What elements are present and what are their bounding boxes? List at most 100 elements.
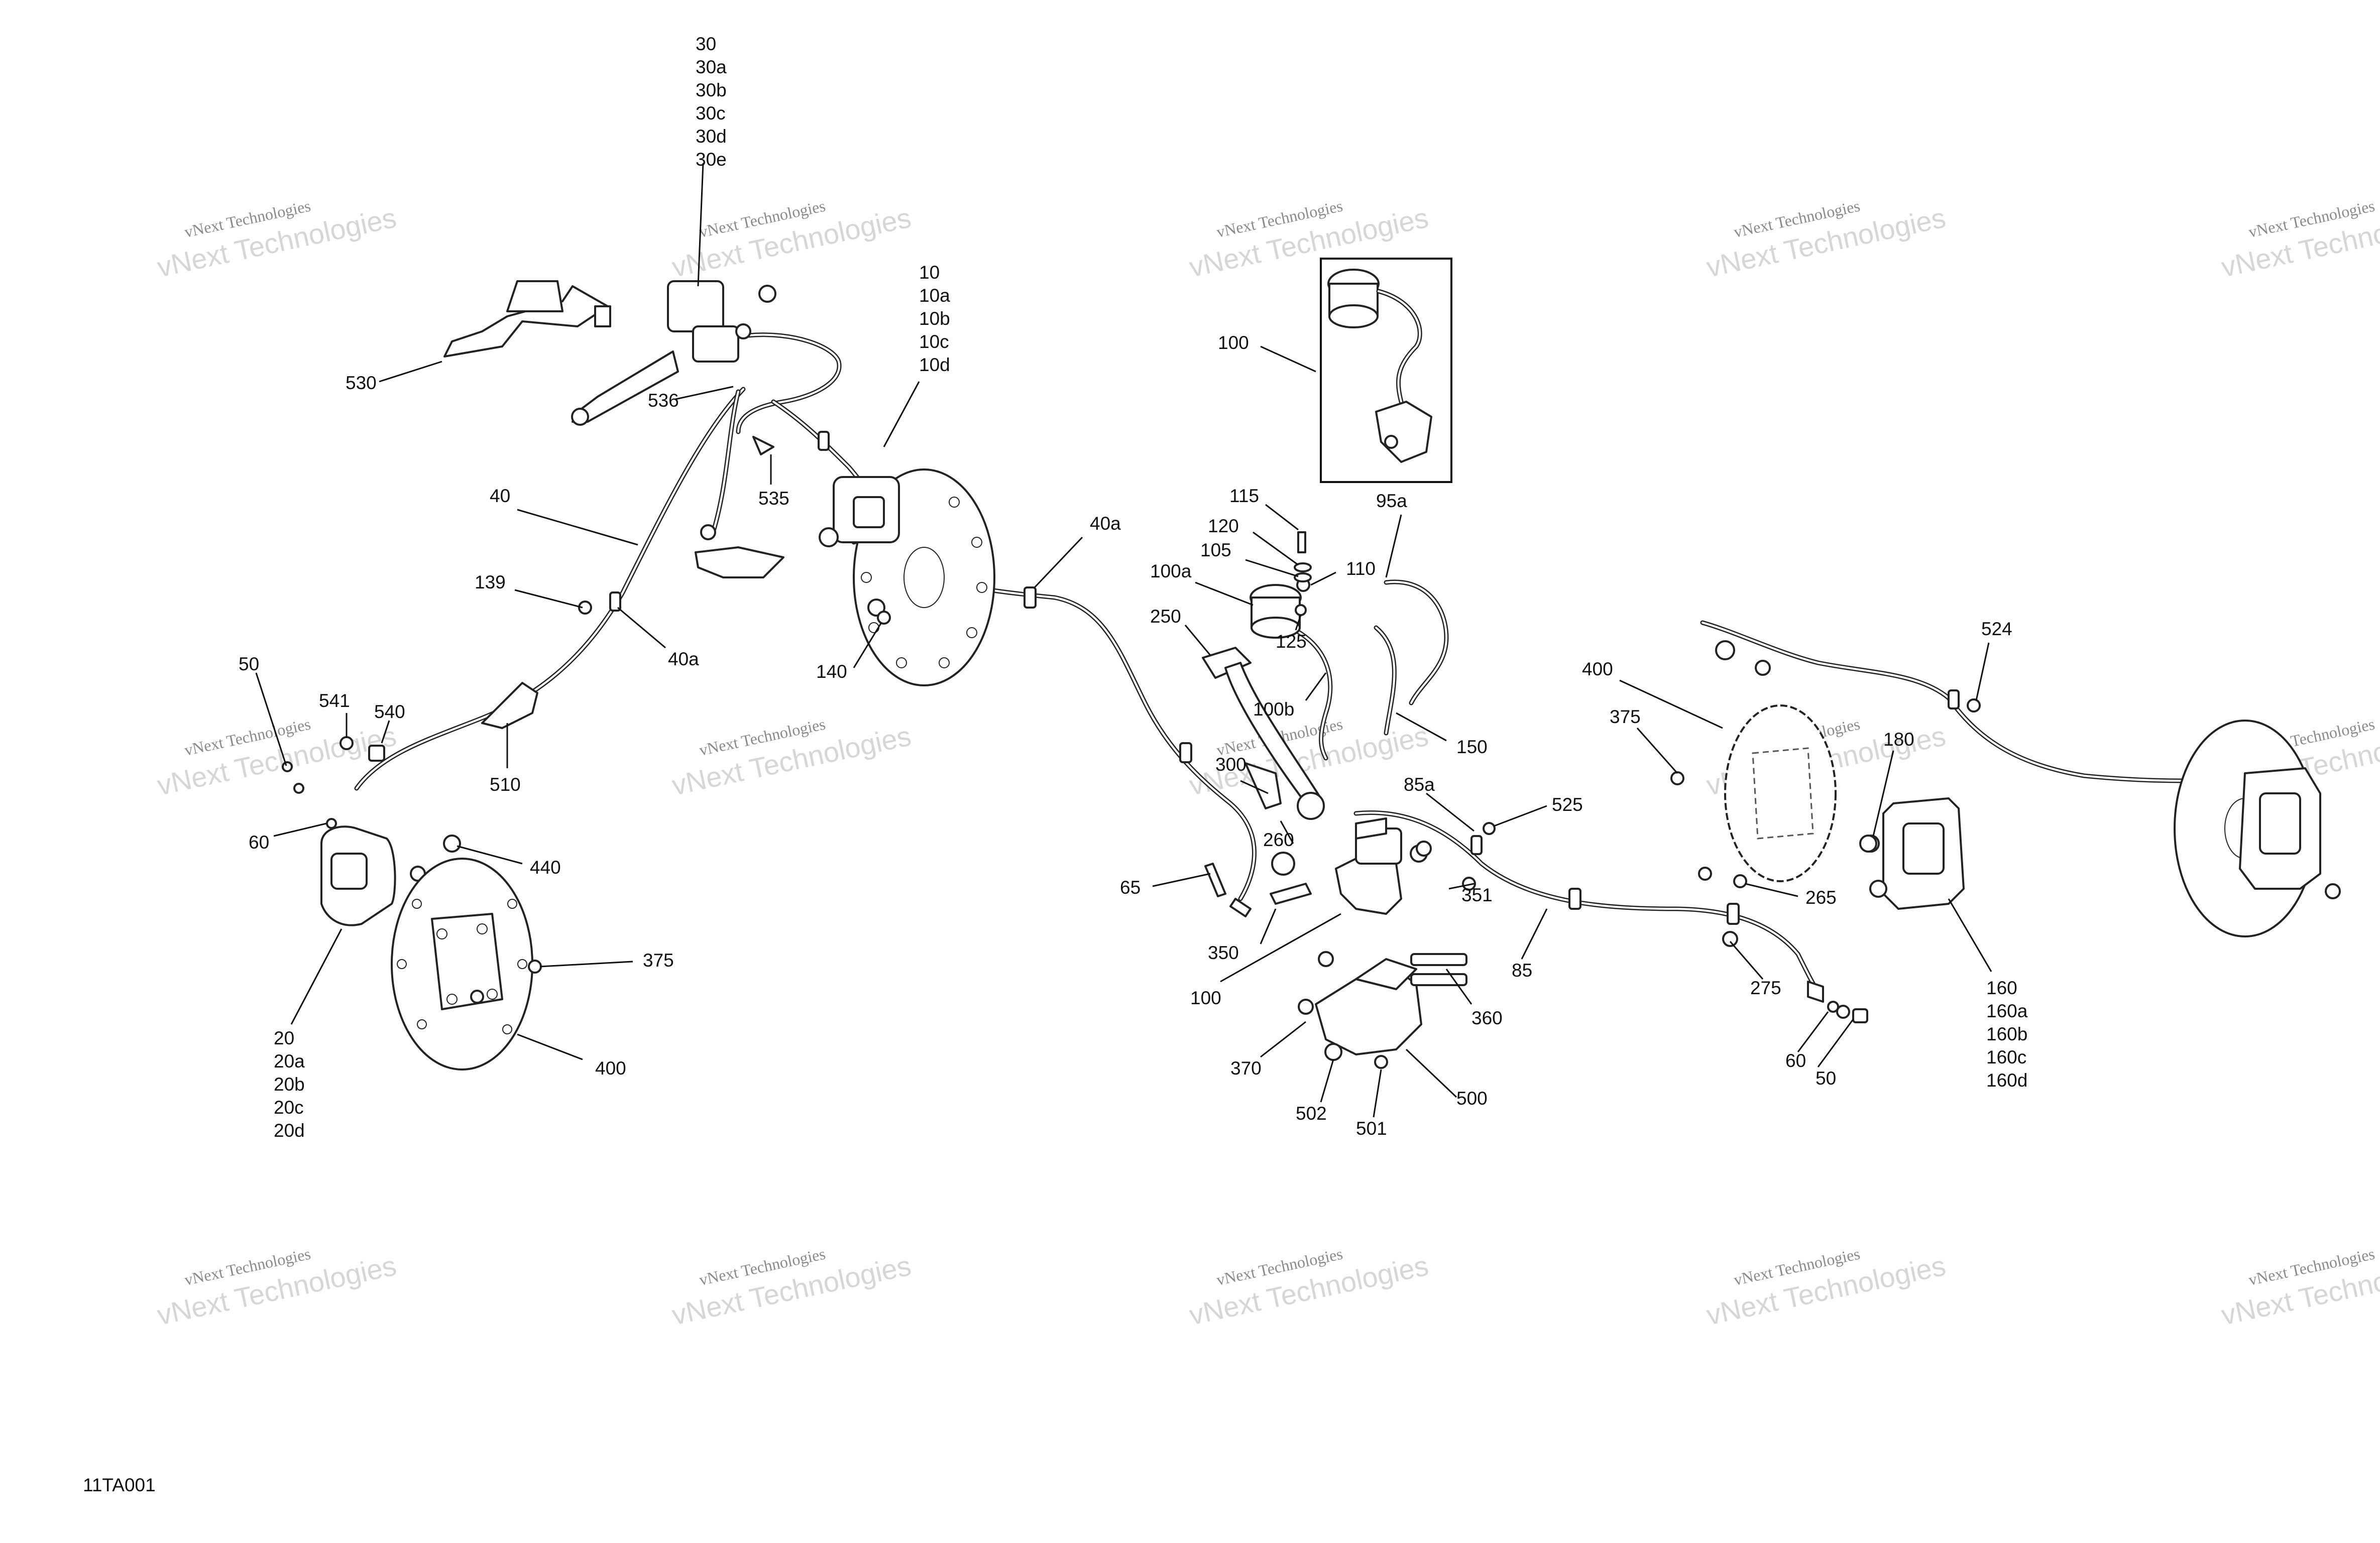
label-360: 360	[1471, 1008, 1503, 1028]
label-10d: 10d	[919, 354, 950, 375]
label-100a: 100a	[1150, 561, 1192, 581]
label-20b: 20b	[274, 1074, 305, 1095]
label-265: 265	[1805, 887, 1837, 908]
label-50-right: 50	[1816, 1068, 1836, 1089]
figure-code: 11TA001	[83, 1475, 156, 1495]
label-370: 370	[1230, 1058, 1262, 1079]
label-160a: 160a	[1986, 1001, 2028, 1021]
label-10c: 10c	[919, 331, 949, 352]
label-250: 250	[1150, 606, 1181, 627]
label-525: 525	[1552, 794, 1583, 815]
label-351: 351	[1461, 885, 1493, 905]
label-85: 85	[1512, 960, 1532, 981]
reservoir-assembly-box-100	[1320, 258, 1452, 483]
pedal-master-cylinder-100	[1335, 817, 1428, 915]
label-139: 139	[475, 572, 506, 592]
label-540: 540	[374, 701, 405, 722]
front-right-brake-10	[819, 468, 995, 686]
label-375-left: 375	[643, 950, 674, 971]
label-541: 541	[319, 690, 350, 711]
bracket-510	[481, 682, 538, 729]
label-30: 30	[696, 34, 716, 54]
label-160b: 160b	[1986, 1024, 2027, 1044]
watermark: vNext Technologies vNext Technologies	[1704, 196, 1948, 283]
label-501: 501	[1356, 1118, 1387, 1139]
rear-fittings-60-50	[1807, 981, 1868, 1023]
label-60-right: 60	[1785, 1050, 1806, 1071]
label-160c: 160c	[1986, 1047, 2026, 1067]
label-30b: 30b	[696, 80, 727, 100]
label-530: 530	[346, 373, 377, 393]
watermark: vNext Technologies vNext Technologies	[2218, 1244, 2380, 1331]
label-20: 20	[274, 1028, 294, 1048]
master-cylinder-30	[571, 280, 776, 426]
label-85a: 85a	[1404, 774, 1435, 795]
label-30a: 30a	[696, 57, 727, 77]
rear-caliper-160	[1859, 797, 1965, 910]
label-260: 260	[1263, 829, 1294, 850]
label-100-box: 100	[1218, 332, 1249, 353]
line-clips	[609, 431, 1960, 925]
label-110: 110	[1346, 558, 1376, 579]
label-500: 500	[1456, 1088, 1488, 1109]
rear-right-brake	[2174, 720, 2341, 937]
watermark: vNext Technologies vNext Technologies	[669, 1244, 914, 1331]
label-275: 275	[1750, 978, 1781, 998]
watermark: vNext Technologies vNext Technologies	[154, 1244, 399, 1331]
label-524: 524	[1981, 619, 2012, 639]
label-20d: 20d	[274, 1120, 305, 1141]
watermark: vNext Technologies vNext Technologies	[2218, 196, 2380, 283]
label-140: 140	[816, 661, 847, 682]
label-50-left: 50	[239, 654, 259, 674]
watermark: vNext Technologies vNext Technologies	[1186, 1244, 1431, 1331]
label-375-right: 375	[1610, 706, 1641, 727]
label-120: 120	[1208, 516, 1239, 536]
label-30e: 30e	[696, 149, 727, 170]
label-20c: 20c	[274, 1097, 304, 1118]
hose-clip-535	[695, 436, 784, 578]
front-left-disc-400	[391, 858, 542, 1071]
nuts-mid	[1416, 822, 1496, 891]
label-150: 150	[1456, 737, 1488, 757]
watermark: vNext Technologies vNext Technologies	[669, 196, 914, 283]
label-30d: 30d	[696, 126, 727, 147]
label-40a-left: 40a	[668, 649, 699, 669]
bolts-350-65	[1204, 863, 1312, 917]
label-115: 115	[1229, 486, 1259, 506]
callout-labels: 30 30a 30b 30c 30d 30e 10 10a 10b 10c 10…	[83, 34, 2028, 1495]
label-502: 502	[1296, 1103, 1327, 1124]
label-300: 300	[1215, 754, 1246, 775]
label-400-right: 400	[1582, 659, 1613, 679]
mounting-bracket-500	[1298, 951, 1467, 1069]
label-100-bottom: 100	[1190, 988, 1221, 1008]
label-350: 350	[1208, 942, 1239, 963]
label-105: 105	[1200, 540, 1231, 560]
reservoir-100a	[1250, 531, 1312, 639]
label-440: 440	[530, 857, 561, 878]
label-40: 40	[490, 486, 510, 506]
label-125: 125	[1276, 631, 1307, 652]
brake-pedal-250	[1202, 647, 1325, 876]
label-30c: 30c	[696, 103, 726, 124]
label-536: 536	[648, 390, 679, 411]
label-10: 10	[919, 262, 940, 283]
leader-lines	[255, 163, 1992, 1118]
label-10b: 10b	[919, 308, 950, 329]
label-65: 65	[1120, 877, 1141, 898]
watermark: vNext Technologies vNext Technologies	[154, 196, 399, 283]
watermark: vNext Technologies vNext Technologies	[669, 715, 914, 801]
watermark-group: vNext Technologies vNext Technologies vN…	[154, 196, 2380, 1331]
label-10a: 10a	[919, 285, 950, 306]
brake-lines	[354, 332, 2242, 994]
fasteners-left	[282, 601, 891, 829]
label-400-left: 400	[595, 1058, 626, 1079]
label-20a: 20a	[274, 1051, 305, 1072]
label-100b: 100b	[1253, 699, 1294, 720]
label-95a: 95a	[1376, 491, 1407, 511]
label-535: 535	[758, 488, 789, 509]
label-40a-mid: 40a	[1090, 513, 1121, 534]
label-160d: 160d	[1986, 1070, 2027, 1091]
label-510: 510	[490, 774, 521, 795]
label-60-left: 60	[249, 832, 269, 853]
